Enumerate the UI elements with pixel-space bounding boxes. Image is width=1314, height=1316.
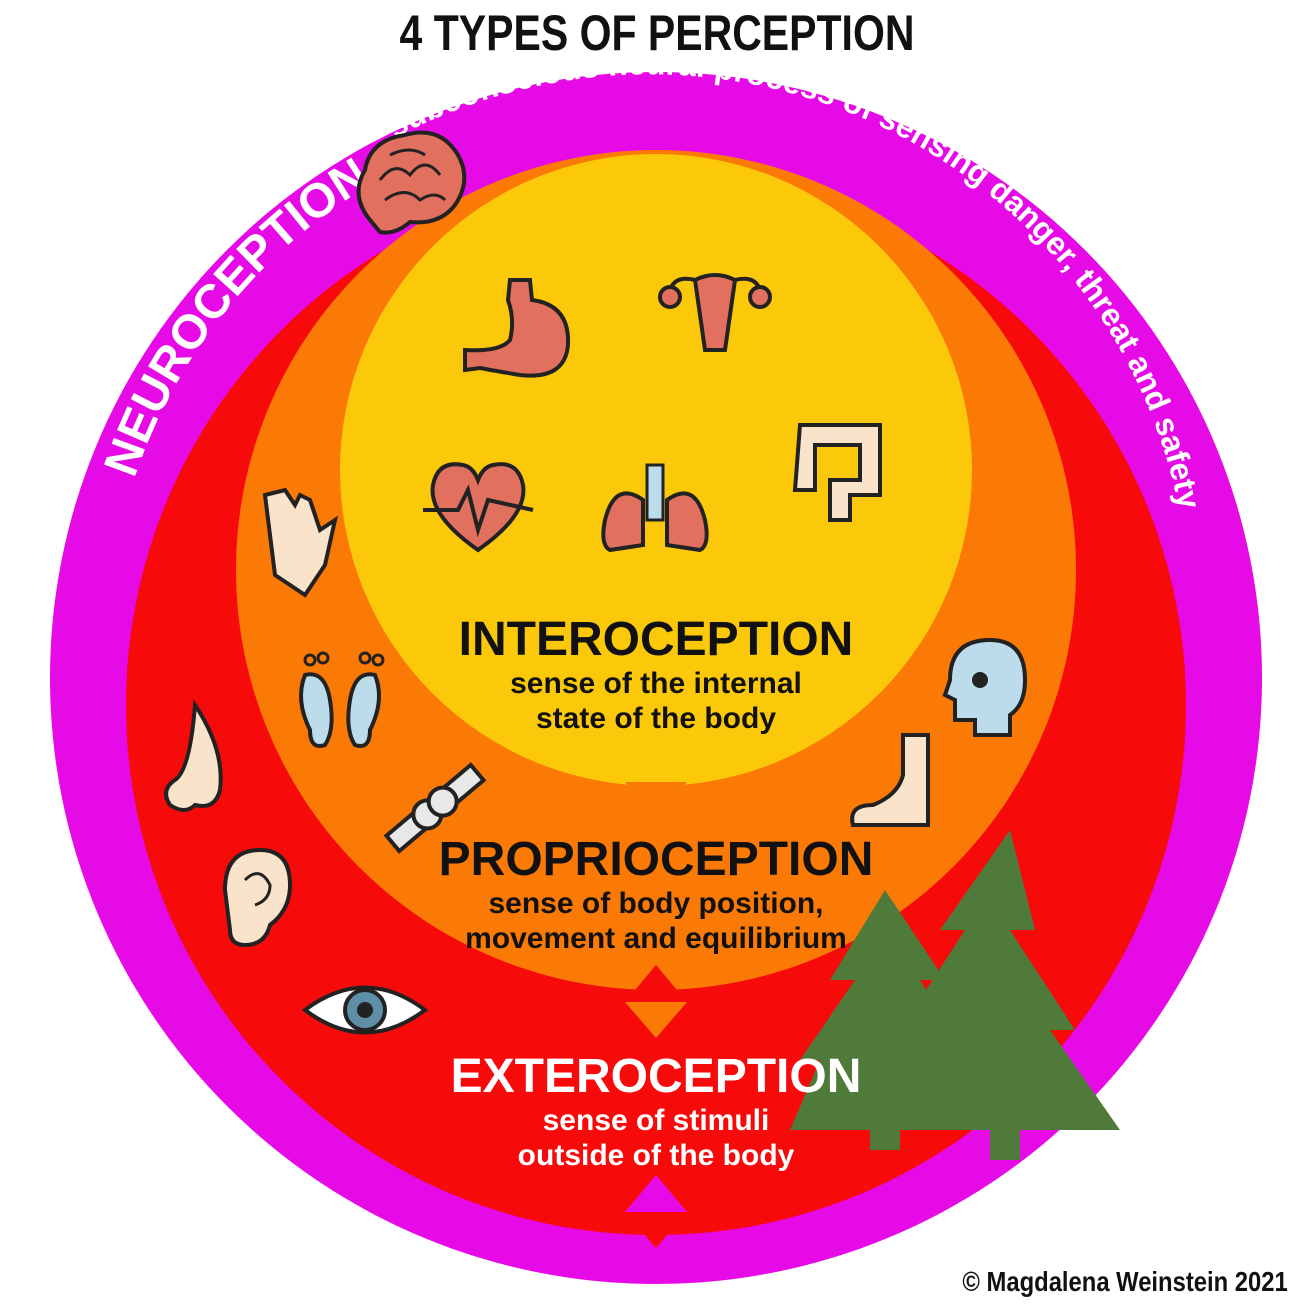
proprioception-desc-line2: movement and equilibrium [465, 922, 847, 955]
exteroception-desc-line1: sense of stimuli [543, 1104, 770, 1137]
eye-icon [301, 985, 429, 1035]
trees-icon [790, 830, 1120, 1160]
joint-icon [383, 762, 487, 854]
exteroception-title: EXTEROCEPTION [451, 1050, 862, 1103]
lungs-icon [601, 463, 709, 553]
page-title: 4 TYPES OF PERCEPTION [399, 5, 915, 61]
proprioception-label: PROPRIOCEPTION sense of body position, m… [439, 833, 874, 955]
foot-icon [850, 733, 930, 827]
heart-icon [423, 462, 534, 553]
footprints-icon [299, 651, 385, 748]
ear-icon [222, 847, 293, 948]
interoception-desc-line1: sense of the internal [510, 667, 802, 700]
head-icon [942, 637, 1028, 737]
hand-icon [262, 487, 339, 598]
connector-extero-neuro [625, 1175, 687, 1248]
exteroception-label: EXTEROCEPTION sense of stimuli outside o… [451, 1050, 862, 1172]
exteroception-desc-line2: outside of the body [518, 1139, 795, 1172]
stomach-icon [463, 278, 571, 378]
nose-icon [164, 699, 223, 812]
uterus-icon [658, 273, 772, 352]
intestine-icon [792, 423, 882, 522]
brain-icon [356, 130, 467, 235]
interoception-desc-line2: state of the body [536, 702, 776, 735]
copyright-credit: © Magdalena Weinstein 2021 [962, 1266, 1288, 1297]
proprioception-desc-line1: sense of body position, [488, 887, 823, 920]
connector-proprio-extero [625, 965, 687, 1038]
connector-intero-proprio [625, 745, 687, 818]
interoception-title: INTEROCEPTION [459, 613, 854, 666]
interoception-label: INTEROCEPTION sense of the internal stat… [459, 613, 854, 735]
proprioception-title: PROPRIOCEPTION [439, 833, 874, 886]
